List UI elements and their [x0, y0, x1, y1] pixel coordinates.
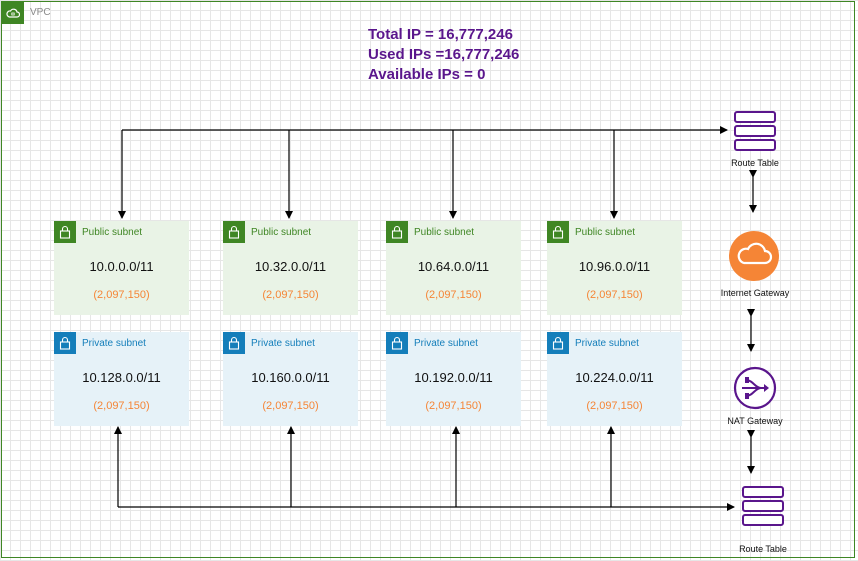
- lock-icon: [223, 221, 245, 243]
- nat-gateway-node: [733, 366, 777, 415]
- lock-icon: [547, 221, 569, 243]
- ip-summary: Total IP = 16,777,246 Used IPs =16,777,2…: [368, 25, 519, 85]
- subnet-ip-count: (2,097,150): [586, 289, 643, 301]
- subnet-label: Public subnet: [414, 227, 475, 238]
- route-table-private-node: [741, 485, 785, 532]
- public-subnet-1: Public subnet 10.0.0.0/11 (2,097,150): [54, 221, 189, 315]
- subnet-ip-count: (2,097,150): [425, 400, 482, 412]
- subnet-ip-count: (2,097,150): [93, 400, 150, 412]
- nat-gateway-icon: [733, 366, 777, 410]
- internet-gateway-label: Internet Gateway: [720, 288, 790, 298]
- private-subnet-4: Private subnet 10.224.0.0/11 (2,097,150): [547, 332, 682, 426]
- public-subnet-4: Public subnet 10.96.0.0/11 (2,097,150): [547, 221, 682, 315]
- lock-icon: [223, 332, 245, 354]
- subnet-ip-count: (2,097,150): [93, 289, 150, 301]
- subnet-cidr: 10.160.0.0/11: [251, 370, 330, 385]
- subnet-label: Public subnet: [82, 227, 143, 238]
- route-table-icon: [734, 111, 776, 151]
- subnet-label: Public subnet: [575, 227, 636, 238]
- subnet-cidr: 10.96.0.0/11: [578, 259, 651, 274]
- internet-gateway-icon: [729, 231, 779, 281]
- lock-icon: [386, 332, 408, 354]
- lock-icon: [54, 221, 76, 243]
- subnet-cidr: 10.32.0.0/11: [254, 259, 327, 274]
- subnet-cidr: 10.128.0.0/11: [82, 370, 161, 385]
- subnet-cidr: 10.0.0.0/11: [89, 259, 154, 274]
- subnet-label: Public subnet: [251, 227, 312, 238]
- subnet-ip-count: (2,097,150): [262, 289, 319, 301]
- private-subnet-3: Private subnet 10.192.0.0/11 (2,097,150): [386, 332, 521, 426]
- subnet-label: Private subnet: [82, 338, 146, 349]
- private-subnet-2: Private subnet 10.160.0.0/11 (2,097,150): [223, 332, 358, 426]
- used-ip-text: Used IPs =16,777,246: [368, 46, 520, 63]
- internet-gateway-node: [729, 231, 779, 286]
- lock-icon: [54, 332, 76, 354]
- subnet-label: Private subnet: [251, 338, 315, 349]
- vpc-label: VPC: [30, 7, 51, 18]
- subnet-ip-count: (2,097,150): [425, 289, 482, 301]
- private-subnet-1: Private subnet 10.128.0.0/11 (2,097,150): [54, 332, 189, 426]
- subnet-cidr: 10.192.0.0/11: [414, 370, 493, 385]
- route-table-public-node: [733, 110, 777, 157]
- available-ip-text: Available IPs = 0: [368, 66, 486, 83]
- total-ip-text: Total IP = 16,777,246: [368, 26, 513, 43]
- public-subnet-3: Public subnet 10.64.0.0/11 (2,097,150): [386, 221, 521, 315]
- nat-gateway-label: NAT Gateway: [727, 416, 783, 426]
- subnet-ip-count: (2,097,150): [262, 400, 319, 412]
- subnet-cidr: 10.224.0.0/11: [575, 370, 654, 385]
- subnet-ip-count: (2,097,150): [586, 400, 643, 412]
- route-table-public-label: Route Table: [731, 158, 779, 168]
- lock-icon: [547, 332, 569, 354]
- subnet-label: Private subnet: [414, 338, 478, 349]
- vpc-cloud-icon: [2, 2, 24, 24]
- public-subnet-2: Public subnet 10.32.0.0/11 (2,097,150): [223, 221, 358, 315]
- route-table-icon: [742, 486, 784, 526]
- subnet-label: Private subnet: [575, 338, 639, 349]
- route-table-private-label: Route Table: [739, 544, 787, 554]
- lock-icon: [386, 221, 408, 243]
- subnet-cidr: 10.64.0.0/11: [417, 259, 490, 274]
